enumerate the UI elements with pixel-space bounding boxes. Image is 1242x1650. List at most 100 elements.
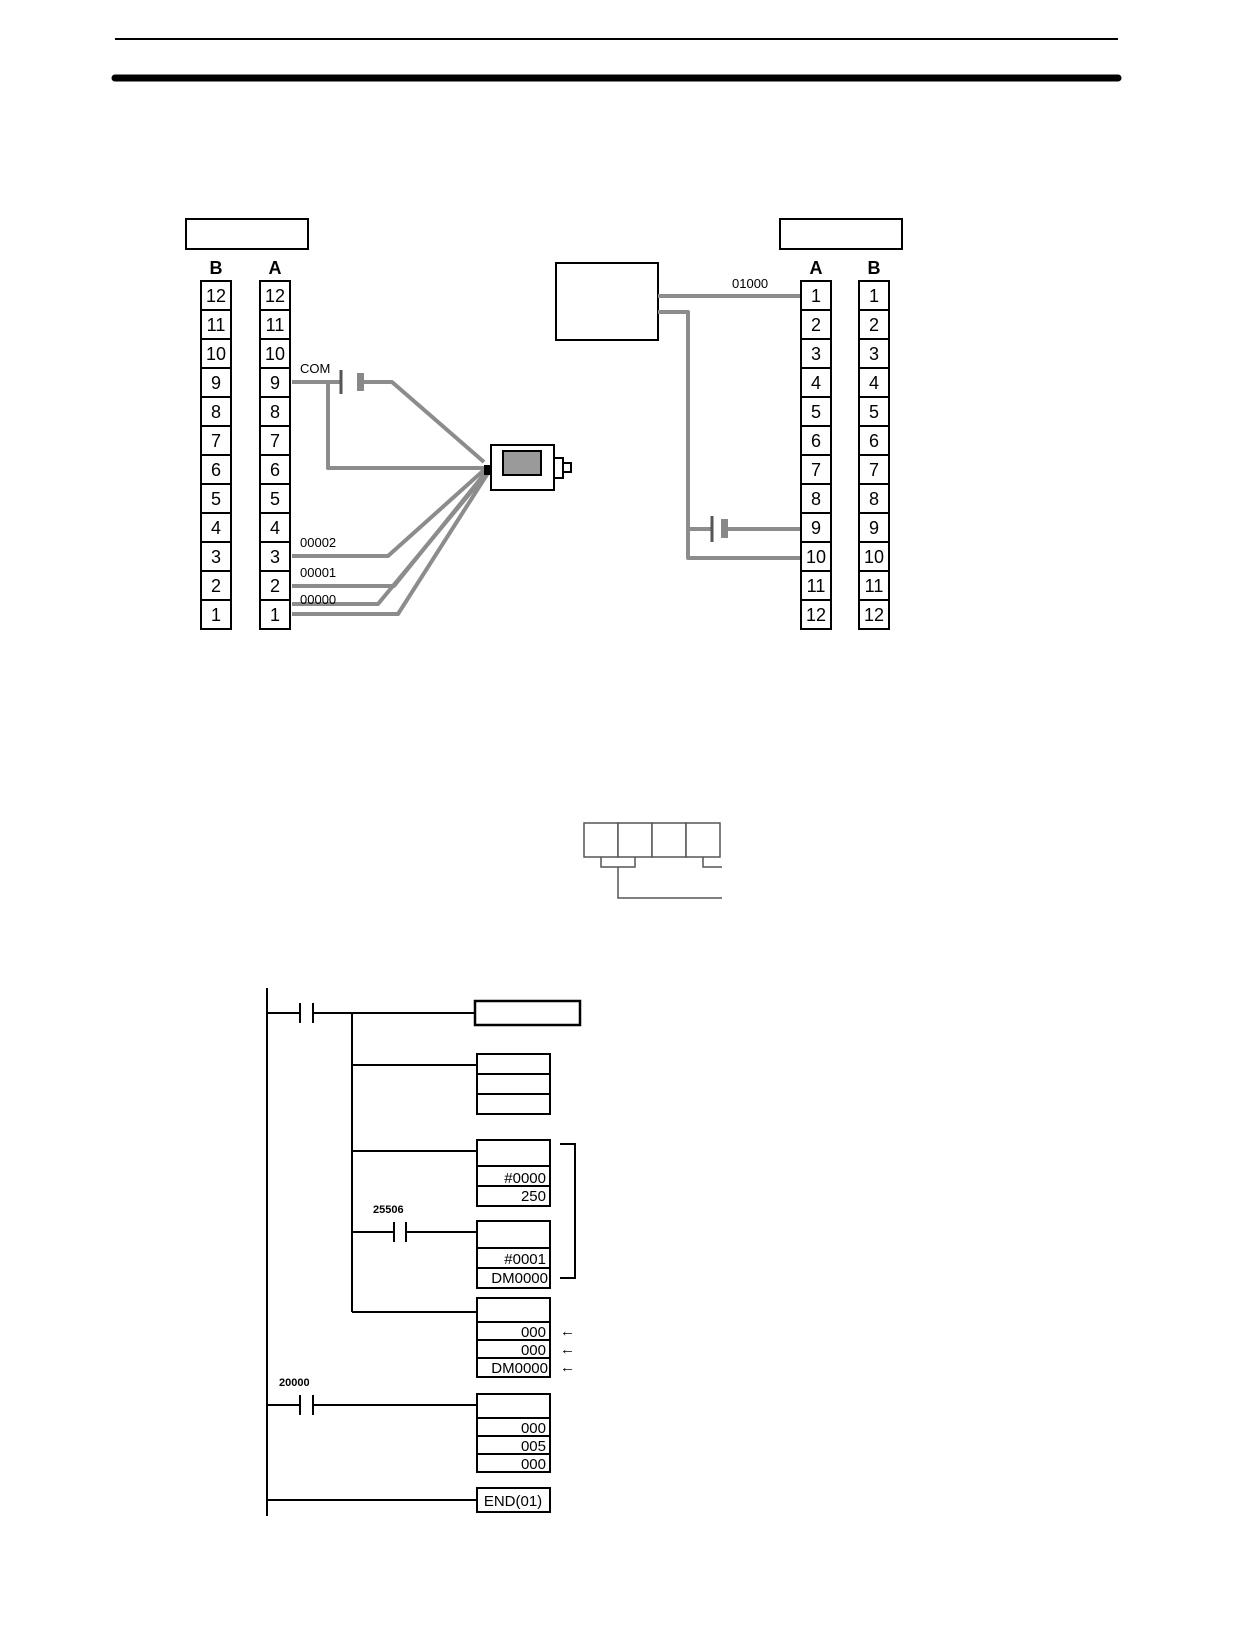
output-battery-short-plate xyxy=(721,519,728,538)
block1 xyxy=(473,999,582,1027)
input-terminal-b-number: 9 xyxy=(211,373,221,393)
output-terminal-a-number: 1 xyxy=(811,286,821,306)
block4-frame xyxy=(476,1220,551,1289)
output-terminal-b-cell xyxy=(858,541,890,572)
output-terminal-a-number: 4 xyxy=(811,373,821,393)
output-terminal-b-cell xyxy=(858,454,890,485)
output-terminal-a-cell xyxy=(800,570,832,601)
input-terminal-a-cell xyxy=(259,309,291,340)
input-terminal-a-number: 9 xyxy=(270,373,280,393)
input-terminal-a-cell xyxy=(259,512,291,543)
output-terminal-b-number: 6 xyxy=(869,431,879,451)
input-terminal-a-number: 4 xyxy=(270,518,280,538)
block6-operand-3: 000 xyxy=(521,1456,546,1473)
output-wires xyxy=(658,294,800,560)
block5-frame xyxy=(476,1297,551,1378)
digit-box-3 xyxy=(651,822,687,858)
sensor-power-wire xyxy=(362,380,486,464)
input-extra-wire xyxy=(292,472,488,606)
block3-operand-2: 250 xyxy=(521,1188,546,1205)
block2-frame xyxy=(476,1053,551,1115)
input-terminal-a-number: 2 xyxy=(270,576,280,596)
block3-frame xyxy=(476,1139,551,1207)
output-terminal-b-number: 2 xyxy=(869,315,879,335)
output-terminal-a-cell xyxy=(800,599,832,630)
end-block-frame xyxy=(476,1487,551,1513)
arrow-1: ← xyxy=(560,1323,575,1340)
input-terminal-b-number: 8 xyxy=(211,402,221,422)
sensor-common-wire xyxy=(326,382,484,470)
digit-box-2 xyxy=(617,822,653,858)
output-terminal-a-cell xyxy=(800,309,832,340)
output-terminal-b-number: 5 xyxy=(869,402,879,422)
input-terminal-a-number: 7 xyxy=(270,431,280,451)
output-terminal-a-cell xyxy=(800,541,832,572)
output-terminal-b-number: 1 xyxy=(869,286,879,306)
input-terminal-b-cell xyxy=(200,309,232,340)
output-terminal-a-number: 6 xyxy=(811,431,821,451)
input-terminal-a-number: 8 xyxy=(270,402,280,422)
block4-operand-2: DM0000 xyxy=(491,1270,548,1287)
input-00002-label: 00002 xyxy=(300,535,336,550)
output-unit-title-box xyxy=(779,218,903,250)
com-label: COM xyxy=(300,361,330,376)
output-01000-label: 01000 xyxy=(732,276,768,291)
output-terminal-b-number: 9 xyxy=(869,518,879,538)
digit-structure xyxy=(583,822,722,899)
output-terminal-b-cell xyxy=(858,599,890,630)
ladder-labels: 25506 20000 #0000 250 #0001 DM0000 000 0… xyxy=(279,1170,575,1510)
leader-digits-1-2 xyxy=(617,867,722,899)
digit-box-1 xyxy=(583,822,619,858)
input-battery-short-plate xyxy=(357,373,364,391)
input-terminal-a-cell xyxy=(259,483,291,514)
arrow-2: ← xyxy=(560,1341,575,1358)
input-terminal-b-number: 7 xyxy=(211,431,221,451)
input-unit-title-box xyxy=(185,218,309,250)
end-instruction: END(01) xyxy=(484,1493,542,1510)
input-col-a-header: A xyxy=(269,258,282,278)
input-00000-label: 00000 xyxy=(300,592,336,607)
output-terminal-b-cell xyxy=(858,396,890,427)
input-terminal-b-number: 2 xyxy=(211,576,221,596)
input-terminal-b-number: 11 xyxy=(207,315,226,335)
ladder-diagram xyxy=(266,988,582,1516)
input-terminal-a-number: 1 xyxy=(270,605,280,625)
block6-operand-2: 005 xyxy=(521,1438,546,1455)
block6-frame xyxy=(476,1393,551,1473)
output-terminal-a-number: 2 xyxy=(811,315,821,335)
input-00001-label: 00001 xyxy=(300,565,336,580)
output-terminal-b-number: 4 xyxy=(869,373,879,393)
block5-operand-1: 000 xyxy=(521,1324,546,1341)
output-terminal-b-number: 10 xyxy=(864,547,884,567)
input-terminal-b-number: 10 xyxy=(206,344,226,364)
input-terminal-a-cell xyxy=(259,396,291,427)
input-terminal-a-cell xyxy=(259,338,291,369)
output-terminal-a-number: 8 xyxy=(811,489,821,509)
output-col-a-header: A xyxy=(810,258,823,278)
rotary-encoder xyxy=(484,444,572,491)
output-terminal-a-number: 10 xyxy=(806,547,826,567)
output-terminal-a-cell xyxy=(800,280,832,311)
output-terminal-b-number: 8 xyxy=(869,489,879,509)
output-terminal-a-number: 7 xyxy=(811,460,821,480)
output-terminal-b-number: 12 xyxy=(864,605,884,625)
contact-25506-label: 25506 xyxy=(373,1204,404,1216)
input-col-b-header: B xyxy=(210,258,223,278)
input-00000-wire xyxy=(292,471,490,616)
input-terminal-a-number: 10 xyxy=(265,344,285,364)
output-col-b-header: B xyxy=(868,258,881,278)
output-terminal-b-number: 3 xyxy=(869,344,879,364)
input-terminal-b-cell xyxy=(200,599,232,630)
input-terminal-a-number: 12 xyxy=(265,286,285,306)
input-terminal-b-cell xyxy=(200,338,232,369)
input-00002-wire xyxy=(292,468,486,558)
input-terminal-b-number: 3 xyxy=(211,547,221,567)
block4-operand-1: #0001 xyxy=(504,1251,546,1268)
output-terminal-b-cell xyxy=(858,309,890,340)
input-terminal-b-number: 5 xyxy=(211,489,221,509)
input-terminal-b-cell xyxy=(200,396,232,427)
